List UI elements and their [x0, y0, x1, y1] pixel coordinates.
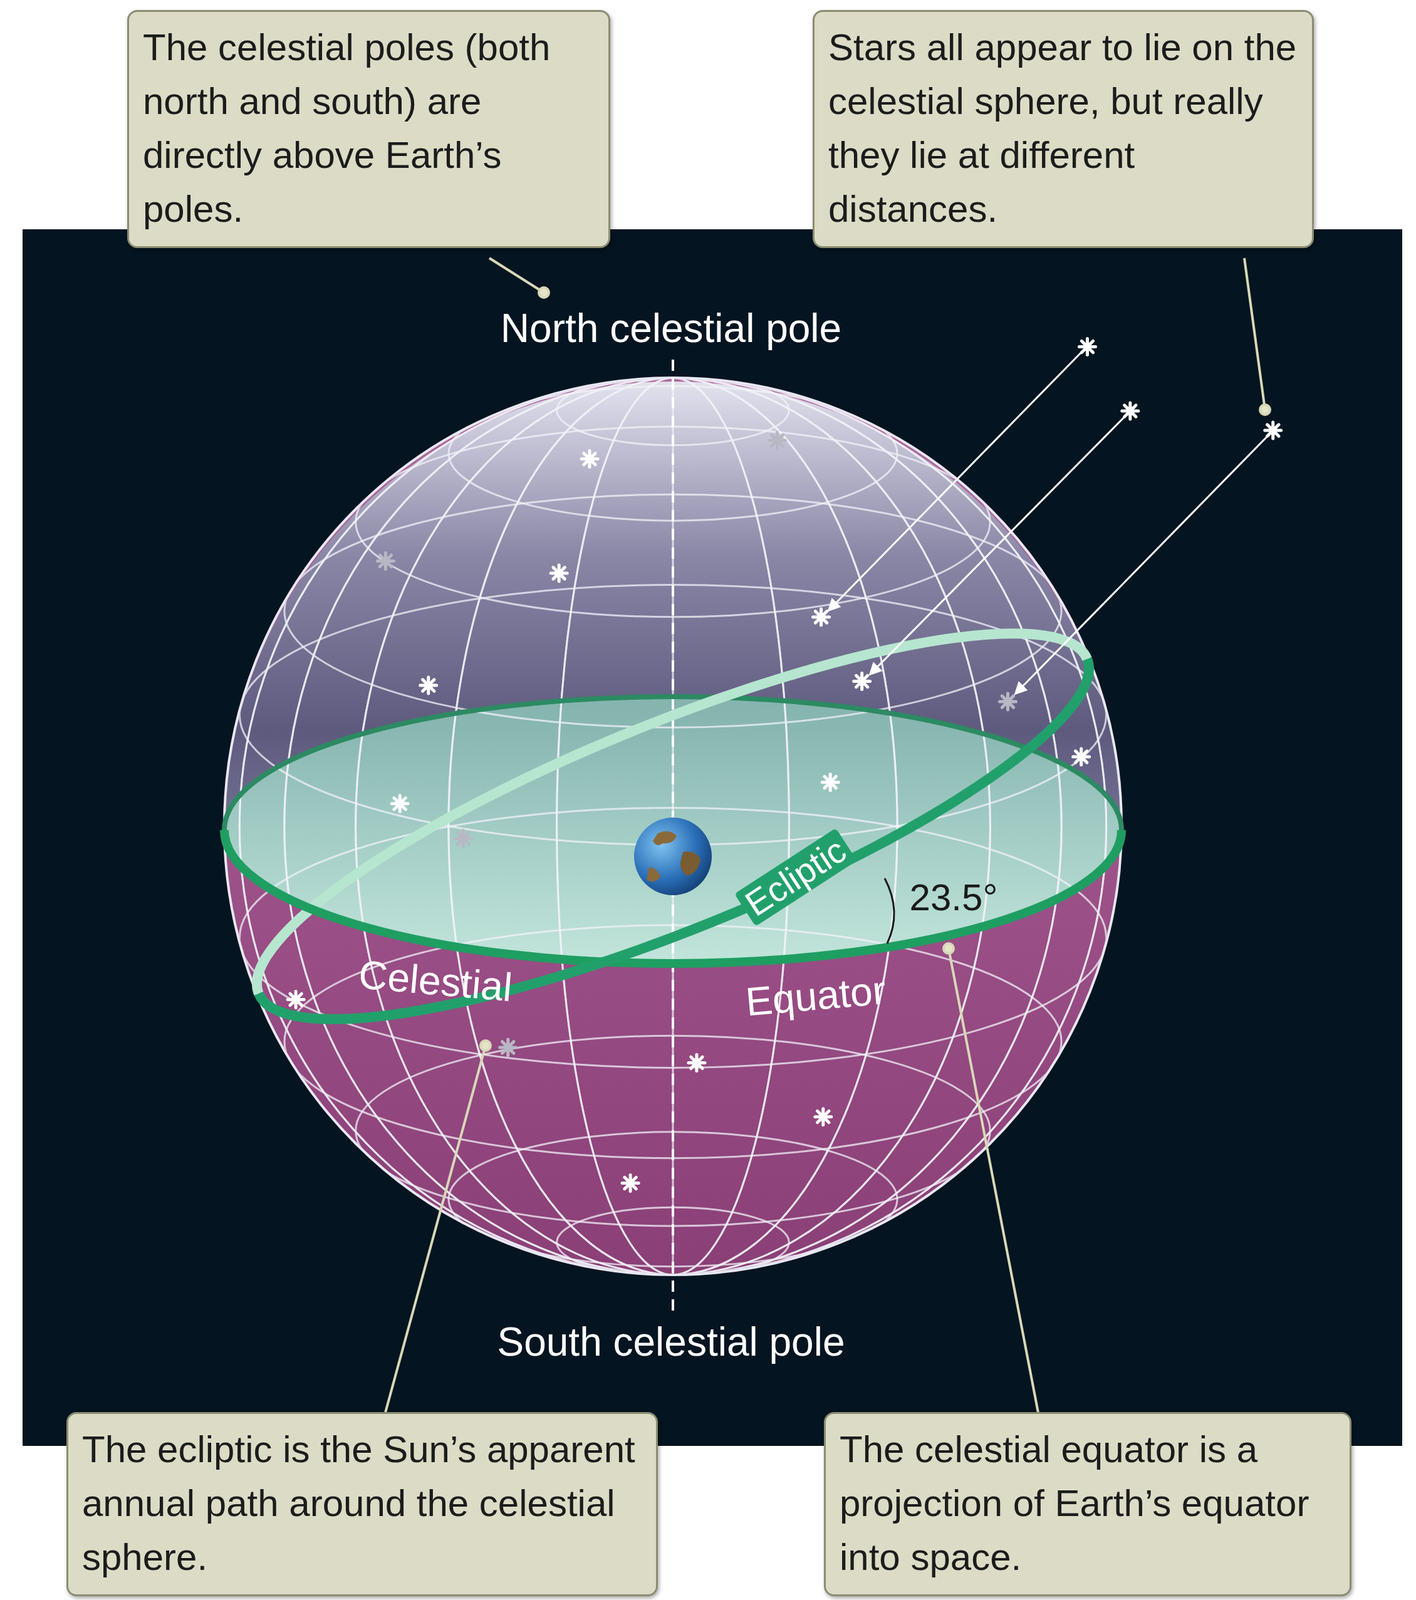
leader-dot	[480, 1040, 491, 1051]
angle-arc	[884, 878, 895, 944]
sight-arrow	[869, 411, 1131, 675]
star	[622, 1174, 639, 1192]
callout-text: The ecliptic is the Sun’s apparent annua…	[82, 1422, 643, 1585]
ecliptic-label: Ecliptic	[734, 828, 858, 927]
callout-box: The celestial equator is a projection of…	[823, 1412, 1352, 1597]
earth-land	[680, 851, 701, 876]
ecliptic-front	[258, 659, 1126, 1090]
star	[1073, 748, 1090, 766]
star	[822, 774, 839, 791]
earth-land	[646, 867, 661, 882]
distance-arrows	[828, 346, 1274, 695]
callout-box: Stars all appear to lie on the celestial…	[812, 10, 1314, 249]
star	[287, 991, 304, 1008]
angle-label: 23.5°	[909, 877, 999, 919]
leader-dot	[943, 943, 954, 954]
callout-text: Stars all appear to lie on the celestial…	[828, 20, 1299, 237]
earth	[634, 817, 712, 896]
star	[688, 1054, 705, 1071]
callout-box: The celestial poles (both north and sout…	[127, 10, 611, 249]
space-background	[22, 229, 1403, 1447]
ecliptic	[258, 659, 1126, 1090]
stars	[287, 338, 1282, 1192]
leader-dot	[538, 287, 549, 298]
star	[391, 795, 408, 813]
star	[815, 1108, 832, 1126]
callout-text: The celestial poles (both north and sout…	[142, 20, 595, 237]
star	[581, 451, 598, 468]
earth-globe	[634, 817, 712, 896]
star	[813, 609, 830, 626]
star	[377, 552, 394, 569]
earth-land	[652, 831, 677, 846]
leader-line	[948, 948, 1039, 1413]
star	[454, 830, 472, 847]
pole-label: South celestial pole	[496, 1320, 845, 1364]
leader-line	[385, 1045, 486, 1413]
star	[420, 677, 437, 694]
callout-text: The celestial equator is a projection of…	[839, 1422, 1336, 1585]
sphere	[219, 338, 1282, 1316]
celestial-equator-front	[224, 830, 1122, 964]
sight-arrow	[1015, 430, 1274, 695]
leader-lines	[385, 258, 1271, 1413]
star	[853, 673, 871, 690]
star	[499, 1039, 517, 1056]
star	[999, 693, 1016, 710]
sight-arrow	[828, 346, 1088, 611]
callout-box: The ecliptic is the Sun’s apparent annua…	[66, 1412, 658, 1597]
star	[769, 432, 786, 449]
leader-dot	[1259, 404, 1271, 415]
equator-label: Equator	[743, 968, 888, 1025]
leader-line	[489, 258, 544, 293]
star	[550, 565, 568, 582]
equator-label: Celestial	[357, 952, 515, 1010]
leader-line	[1244, 258, 1266, 410]
pole-label: North celestial pole	[500, 306, 842, 351]
